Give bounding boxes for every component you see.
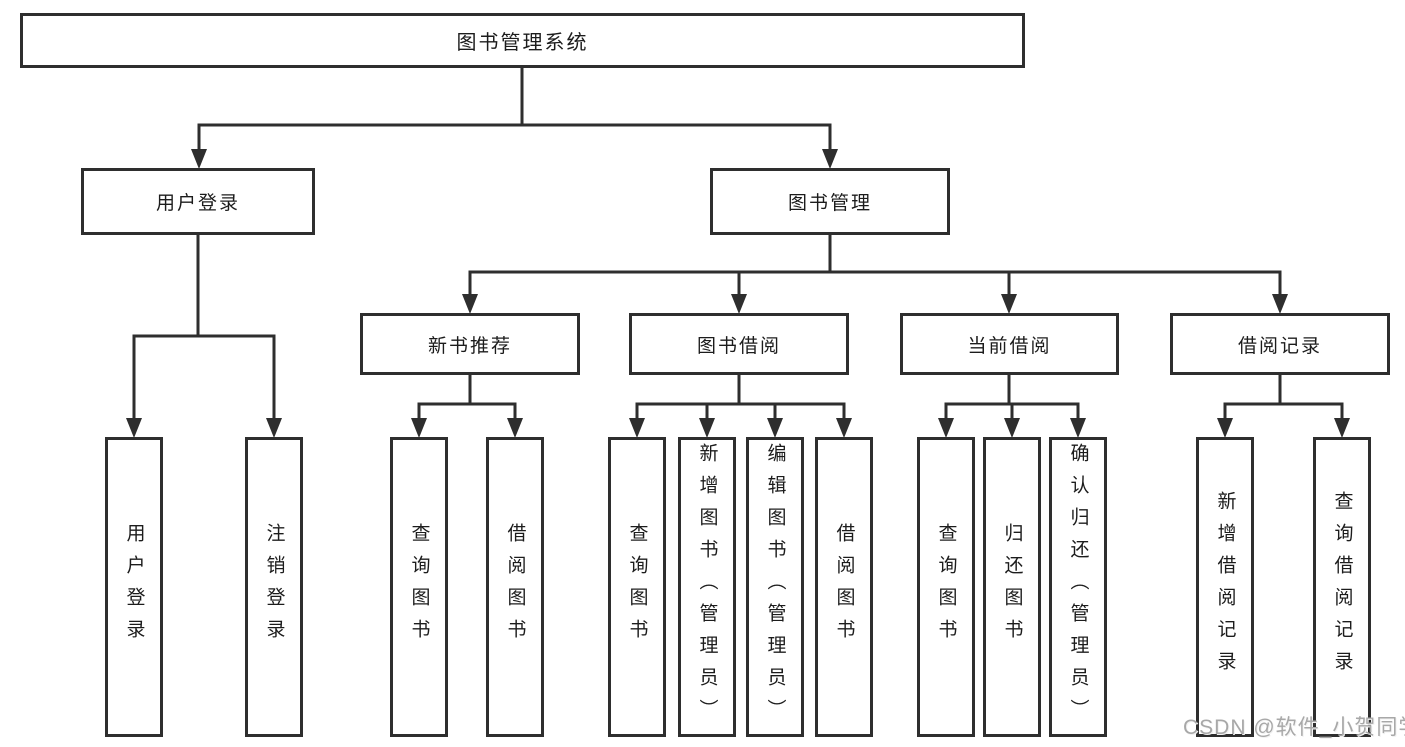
- node-label: 查询图书: [935, 523, 957, 651]
- node-label: 借阅记录: [1237, 335, 1322, 357]
- node-label: 查询借阅记录: [1331, 491, 1353, 683]
- leaf-query-books-borrow: 查询图书: [608, 437, 666, 737]
- node-current-borrow: 当前借阅: [900, 313, 1119, 375]
- node-label: 图书管理系统: [456, 32, 589, 54]
- node-label: 归还图书: [1001, 523, 1023, 651]
- leaf-user-login: 用户登录: [105, 437, 163, 737]
- leaf-logout: 注销登录: [245, 437, 303, 737]
- node-label: 查询图书: [408, 523, 430, 651]
- node-label: 注销登录: [263, 523, 285, 651]
- node-label: 用户登录: [155, 193, 240, 214]
- csdn-watermark: CSDN @软件_小贺同学: [1183, 716, 1405, 739]
- node-label: 图书借阅: [696, 335, 781, 357]
- leaf-query-borrow-record: 查询借阅记录: [1313, 437, 1371, 737]
- node-borrow-records: 借阅记录: [1170, 313, 1390, 375]
- node-label: 新增图书（管理员）: [696, 443, 718, 731]
- node-label: 查询图书: [626, 523, 648, 651]
- leaf-add-borrow-record: 新增借阅记录: [1196, 437, 1254, 737]
- node-label: 新书推荐: [427, 335, 512, 357]
- leaf-borrow-books: 借阅图书: [815, 437, 873, 737]
- node-label: 借阅图书: [504, 523, 526, 651]
- leaf-query-books-current: 查询图书: [917, 437, 975, 737]
- leaf-add-books-admin: 新增图书（管理员）: [678, 437, 736, 737]
- leaf-confirm-return-admin: 确认归还（管理员）: [1049, 437, 1107, 737]
- node-label: 确认归还（管理员）: [1067, 443, 1089, 731]
- node-user-login: 用户登录: [81, 168, 315, 235]
- node-label: 新增借阅记录: [1214, 491, 1236, 683]
- node-label: 图书管理: [787, 193, 872, 214]
- leaf-borrow-books-recommend: 借阅图书: [486, 437, 544, 737]
- node-new-book-recommend: 新书推荐: [360, 313, 580, 375]
- node-root-library-system: 图书管理系统: [20, 13, 1025, 68]
- leaf-edit-books-admin: 编辑图书（管理员）: [746, 437, 804, 737]
- leaf-return-books: 归还图书: [983, 437, 1041, 737]
- node-label: 当前借阅: [967, 335, 1052, 357]
- node-book-management: 图书管理: [710, 168, 950, 235]
- node-label: 编辑图书（管理员）: [764, 443, 786, 731]
- node-label: 用户登录: [123, 523, 145, 651]
- node-book-borrow: 图书借阅: [629, 313, 849, 375]
- node-label: 借阅图书: [833, 523, 855, 651]
- leaf-query-books-recommend: 查询图书: [390, 437, 448, 737]
